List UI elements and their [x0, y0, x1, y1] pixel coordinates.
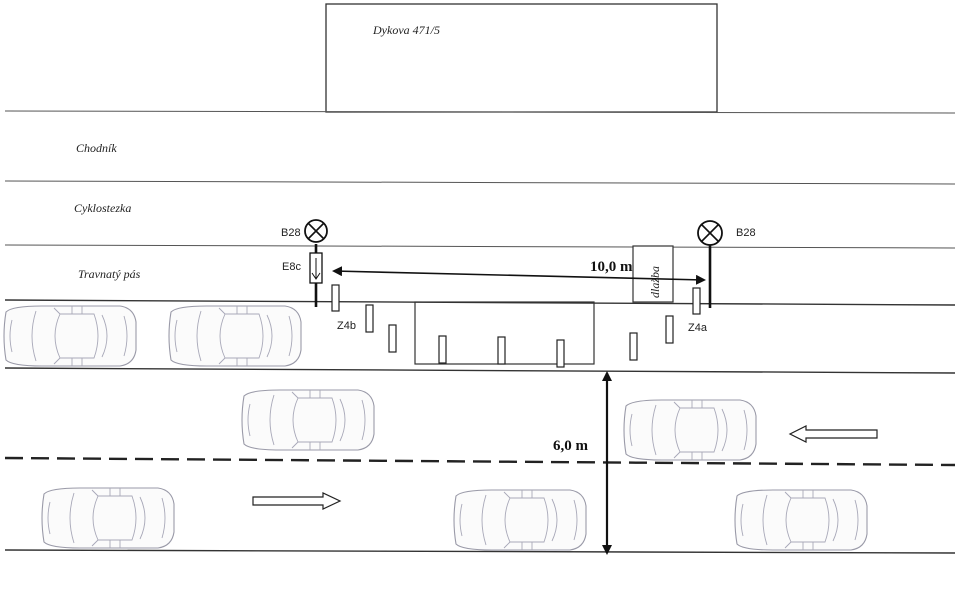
- car: [623, 399, 757, 461]
- bollard: [556, 339, 565, 368]
- paving-label: dlažba: [648, 266, 662, 298]
- car: [241, 389, 375, 451]
- sign-post-right: [697, 220, 723, 308]
- sidewalk-label: Chodník: [76, 141, 117, 155]
- bollard: [665, 315, 674, 344]
- direction-arrow-left-icon: [788, 425, 878, 443]
- length-dimension-arrow: [332, 266, 706, 285]
- width-dimension-label: 6,0 m: [553, 438, 589, 454]
- bollard: [365, 304, 374, 333]
- building-outline: [325, 3, 718, 113]
- bollard-z4a: [692, 287, 701, 315]
- sign-b28-right-label: B28: [736, 227, 756, 239]
- bollards: [331, 284, 701, 368]
- car: [734, 489, 868, 551]
- grass-strip-label: Travnatý pás: [78, 267, 141, 281]
- car: [168, 305, 302, 367]
- bollard: [438, 335, 447, 364]
- car: [41, 487, 175, 549]
- zone-line-bike-bottom: [4, 244, 956, 249]
- building-label: Dykova 471/5: [372, 23, 440, 37]
- bollard: [388, 324, 397, 353]
- zone-line-sidewalk-bottom: [4, 180, 956, 185]
- bollard: [629, 332, 638, 361]
- road-edge-bottom: [4, 549, 956, 554]
- car: [453, 489, 587, 551]
- car: [3, 305, 137, 367]
- sign-b28-left-label: B28: [281, 227, 301, 239]
- bike-path-label: Cyklostezka: [74, 201, 131, 215]
- direction-arrow-right-icon: [252, 492, 342, 510]
- bollard: [497, 336, 506, 365]
- bollard-z4b: [331, 284, 340, 312]
- sign-e8c-label: E8c: [282, 261, 301, 273]
- sign-z4b-label: Z4b: [337, 320, 356, 332]
- parking-lane-edge: [4, 367, 956, 374]
- zone-line-top: [4, 110, 956, 114]
- center-dashed-line: [4, 456, 956, 467]
- sign-post-left: [304, 219, 328, 307]
- sign-z4a-label: Z4a: [688, 322, 708, 334]
- length-dimension-label: 10,0 m: [590, 259, 633, 275]
